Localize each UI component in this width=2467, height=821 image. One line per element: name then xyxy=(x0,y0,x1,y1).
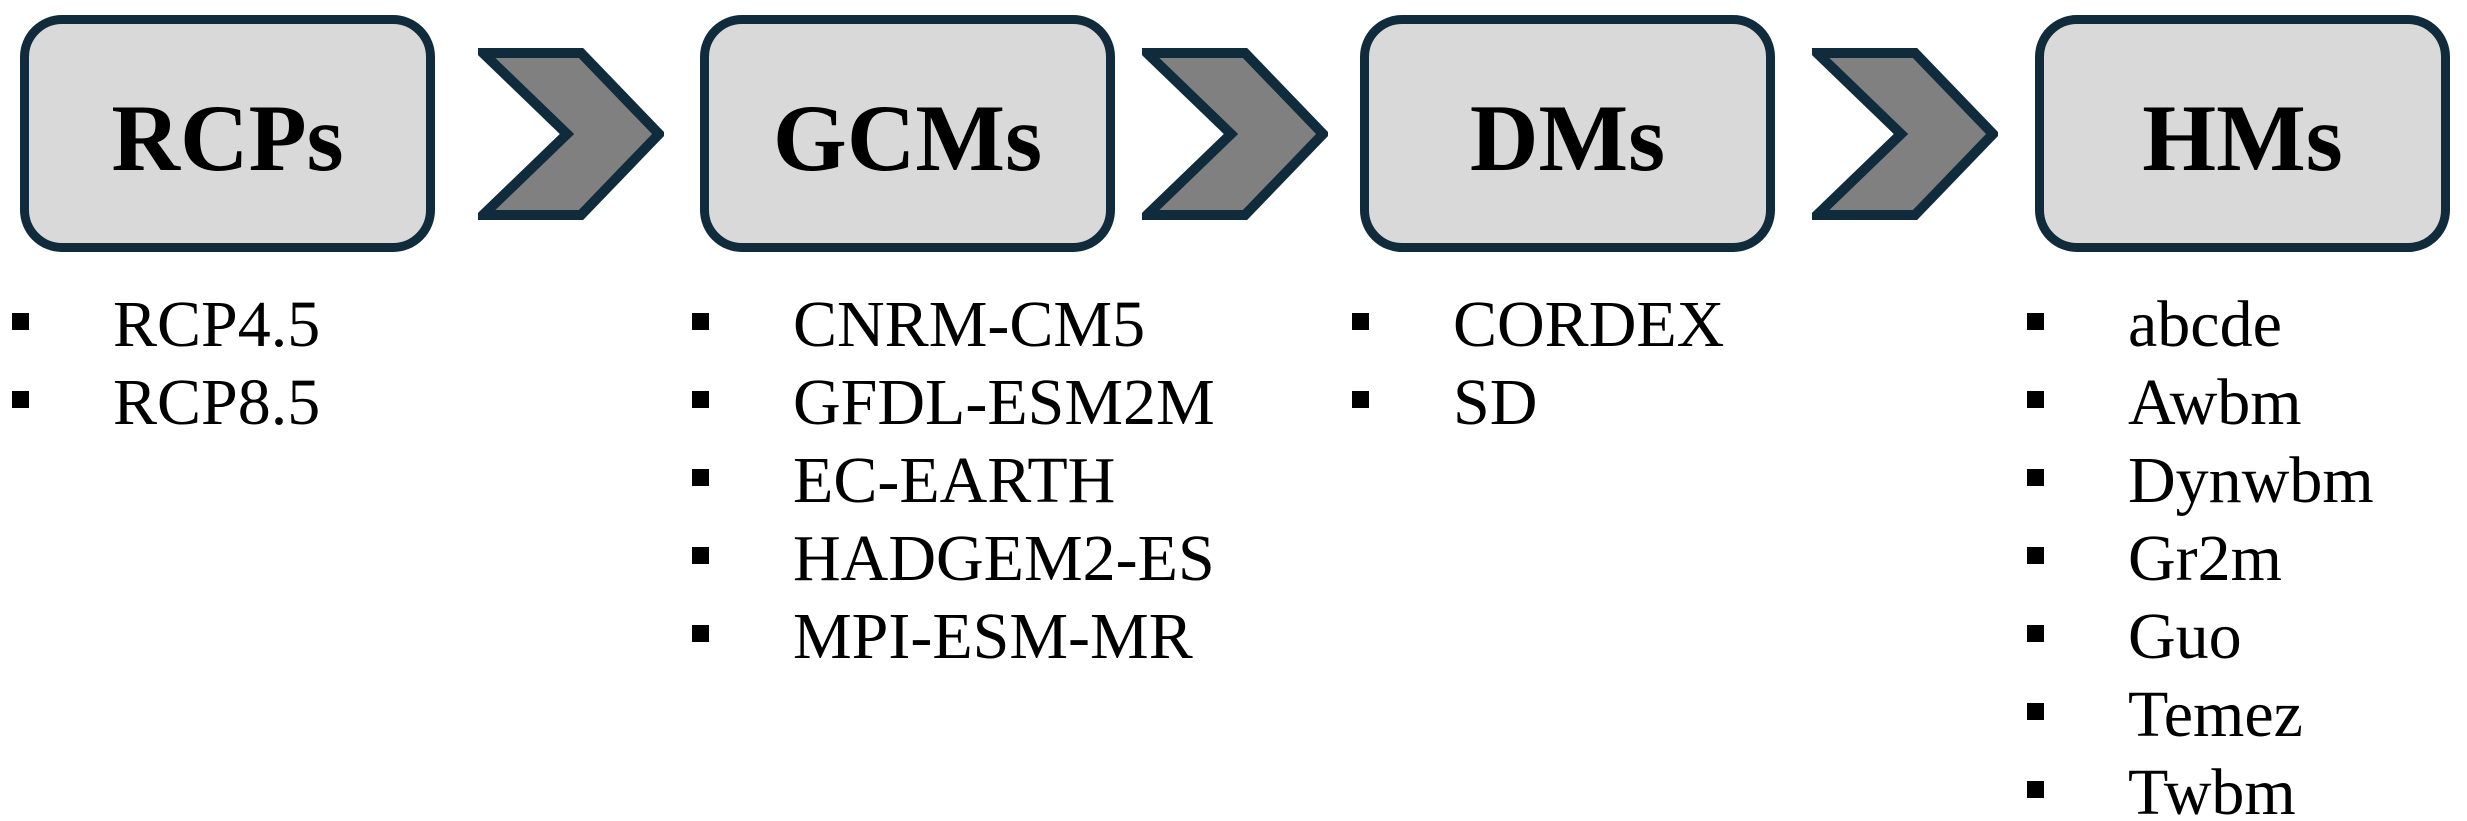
chevron-right-icon xyxy=(1812,48,1998,220)
bullet-square-icon xyxy=(692,547,709,564)
list-item-text: Gr2m xyxy=(2128,522,2282,595)
list-item-text: Temez xyxy=(2128,678,2303,751)
list-item-text: CNRM-CM5 xyxy=(793,288,1146,361)
bullet-square-icon xyxy=(2027,469,2044,486)
list-item-text: MPI-ESM-MR xyxy=(793,600,1193,673)
list-item-text: RCP4.5 xyxy=(113,288,321,361)
list-item: Gr2m xyxy=(2027,520,2374,598)
bullet-square-icon xyxy=(692,469,709,486)
stage-box-hms: HMs xyxy=(2035,15,2450,252)
list-item: abcde xyxy=(2027,286,2374,364)
bullet-square-icon xyxy=(2027,547,2044,564)
bullet-square-icon xyxy=(692,625,709,642)
stage-list-hms: abcde Awbm Dynwbm Gr2m Guo Temez Twbm xyxy=(2027,286,2374,821)
list-item: Dynwbm xyxy=(2027,442,2374,520)
stage-box-dms: DMs xyxy=(1360,15,1775,252)
stage-box-rcps: RCPs xyxy=(20,15,435,252)
list-item: Awbm xyxy=(2027,364,2374,442)
stage-label-rcps: RCPs xyxy=(111,84,344,191)
bullet-square-icon xyxy=(2027,625,2044,642)
list-item: GFDL-ESM2M xyxy=(692,364,1215,442)
list-item: CORDEX xyxy=(1352,286,1725,364)
list-item-text: abcde xyxy=(2128,288,2282,361)
list-item-text: SD xyxy=(1453,366,1538,439)
chevron-right-icon xyxy=(478,48,664,220)
list-item: Temez xyxy=(2027,676,2374,754)
bullet-square-icon xyxy=(2027,781,2044,798)
bullet-square-icon xyxy=(692,391,709,408)
list-item: Twbm xyxy=(2027,754,2374,821)
bullet-square-icon xyxy=(2027,313,2044,330)
list-item-text: HADGEM2-ES xyxy=(793,522,1215,595)
list-item-text: EC-EARTH xyxy=(793,444,1116,517)
list-item: Guo xyxy=(2027,598,2374,676)
stage-label-hms: HMs xyxy=(2142,84,2343,191)
chevron-right-icon xyxy=(1142,48,1328,220)
bullet-square-icon xyxy=(2027,703,2044,720)
list-item: RCP8.5 xyxy=(12,364,321,442)
list-item-text: RCP8.5 xyxy=(113,366,321,439)
bullet-square-icon xyxy=(12,391,29,408)
stage-label-gcms: GCMs xyxy=(772,84,1043,191)
stage-list-rcps: RCP4.5 RCP8.5 xyxy=(12,286,321,442)
list-item-text: Dynwbm xyxy=(2128,444,2374,517)
stage-list-dms: CORDEX SD xyxy=(1352,286,1725,442)
list-item-text: Guo xyxy=(2128,600,2242,673)
list-item-text: CORDEX xyxy=(1453,288,1725,361)
stage-list-gcms: CNRM-CM5 GFDL-ESM2M EC-EARTH HADGEM2-ES … xyxy=(692,286,1215,676)
bullet-square-icon xyxy=(2027,391,2044,408)
list-item: MPI-ESM-MR xyxy=(692,598,1215,676)
bullet-square-icon xyxy=(1352,391,1369,408)
stage-box-gcms: GCMs xyxy=(700,15,1115,252)
list-item: SD xyxy=(1352,364,1724,442)
list-item: HADGEM2-ES xyxy=(692,520,1215,598)
bullet-square-icon xyxy=(692,313,709,330)
bullet-square-icon xyxy=(12,313,29,330)
bullet-square-icon xyxy=(1352,313,1369,330)
list-item: RCP4.5 xyxy=(12,286,321,364)
list-item: CNRM-CM5 xyxy=(692,286,1215,364)
list-item-text: Twbm xyxy=(2128,756,2296,821)
list-item-text: Awbm xyxy=(2128,366,2302,439)
stage-label-dms: DMs xyxy=(1469,84,1666,191)
list-item: EC-EARTH xyxy=(692,442,1215,520)
list-item-text: GFDL-ESM2M xyxy=(793,366,1215,439)
